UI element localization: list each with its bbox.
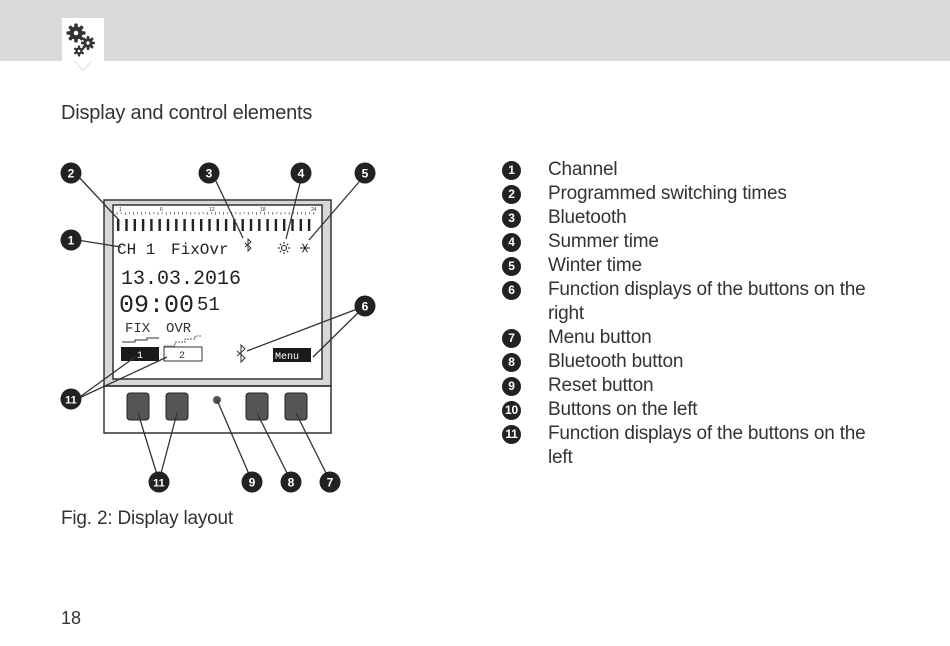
display-diagram: 1 6 12 18 24 CH 1 FixOvr 13.03.2016: [60, 162, 376, 493]
legend-text: Buttons on the left: [548, 399, 698, 420]
callout-badges: 1 2 3 4 5 6 11 11 9 8 7: [60, 162, 376, 493]
menu-display-label: Menu: [275, 352, 299, 363]
callout-2: 2: [68, 167, 75, 181]
callout-11-upper: 11: [65, 395, 77, 407]
legend-number: 5: [502, 257, 521, 276]
callout-lines: [76, 174, 366, 482]
legend-text: Bluetooth button: [548, 351, 684, 372]
legend-item: 1 Channel: [502, 158, 892, 182]
callout-11-lower: 11: [153, 478, 165, 490]
seconds-text: 51: [197, 294, 220, 316]
switching-time-bars: [117, 219, 311, 231]
page-number: 18: [61, 608, 82, 628]
callout-6: 6: [362, 300, 369, 314]
legend-number: 4: [502, 233, 521, 252]
legend-number: 7: [502, 329, 521, 348]
left-button-1-display: [121, 347, 159, 361]
legend-text: Function displays of the buttons on the …: [548, 423, 866, 468]
scale-tick-label: 1: [119, 207, 122, 213]
scale-tick-label: 18: [260, 207, 266, 213]
legend-text: Summer time: [548, 231, 659, 252]
button-panel: [103, 385, 332, 434]
legend-text: Reset button: [548, 375, 654, 396]
legend-text: Menu button: [548, 327, 652, 348]
legend-item: 9 Reset button: [502, 374, 892, 398]
ovr-label: OVR: [166, 321, 192, 337]
legend-item: 4 Summer time: [502, 230, 892, 254]
summer-time-icon: [278, 242, 290, 254]
legend-item: 2 Programmed switching times: [502, 182, 892, 206]
legend-text: Function displays of the buttons on the …: [548, 279, 866, 324]
legend-text: Programmed switching times: [548, 183, 787, 204]
time-text: 09:00: [119, 291, 194, 320]
section-heading: Display and control elements: [61, 102, 313, 124]
legend-item: 5 Winter time: [502, 254, 892, 278]
legend-item: 10 Buttons on the left: [502, 398, 892, 422]
legend-item: 11 Function displays of the buttons on th…: [502, 422, 892, 470]
channel-text: CH 1: [117, 241, 155, 259]
left-button-2-label: 2: [179, 351, 185, 362]
legend-text: Bluetooth: [548, 207, 627, 228]
display-figure: 1 6 12 18 24 CH 1 FixOvr 13.03.2016: [55, 155, 385, 505]
legend-item: 7 Menu button: [502, 326, 892, 350]
callout-1: 1: [68, 234, 75, 248]
legend-number: 8: [502, 353, 521, 372]
date-text: 13.03.2016: [121, 268, 241, 291]
legend-number: 9: [502, 377, 521, 396]
callout-3: 3: [206, 167, 213, 181]
callout-4: 4: [298, 167, 305, 181]
scale-tick-label: 24: [311, 207, 317, 213]
callout-7: 7: [327, 476, 334, 490]
left-button-2-display: [163, 346, 203, 362]
left-button-2: [165, 392, 189, 421]
callout-8: 8: [288, 476, 295, 490]
menu-button: [284, 392, 308, 421]
legend-text: Winter time: [548, 255, 642, 276]
legend-number: 10: [502, 401, 521, 420]
bluetooth-function-icon: [236, 343, 246, 364]
legend-item: 8 Bluetooth button: [502, 350, 892, 374]
gears-icon: [62, 18, 104, 61]
scale-tick-label: 6: [160, 207, 163, 213]
menu-display: [273, 348, 311, 362]
left-button-1: [126, 392, 150, 421]
mode-text: FixOvr: [171, 241, 229, 259]
legend-text: Channel: [548, 159, 618, 180]
winter-time-icon: [300, 243, 310, 253]
icon-pointer: [75, 61, 91, 70]
legend-number: 2: [502, 185, 521, 204]
legend-number: 3: [502, 209, 521, 228]
time-scale: [116, 212, 315, 215]
fix-label: FIX: [125, 321, 151, 337]
top-bar: [0, 0, 950, 61]
bluetooth-status-icon: [244, 237, 252, 253]
legend-item: 6 Function displays of the buttons on the…: [502, 278, 892, 326]
legend-item: 3 Bluetooth: [502, 206, 892, 230]
callout-9: 9: [249, 476, 256, 490]
fix-step-graphic: [122, 337, 159, 343]
callout-5: 5: [362, 167, 369, 181]
legend-number: 6: [502, 281, 521, 300]
left-button-1-label: 1: [137, 351, 143, 362]
scale-tick-label: 12: [209, 207, 215, 213]
bluetooth-button: [245, 392, 269, 421]
legend-number: 1: [502, 161, 521, 180]
figure-caption: Fig. 2: Display layout: [61, 508, 233, 529]
ovr-step-graphic: [164, 335, 201, 347]
legend-number: 11: [502, 425, 521, 444]
